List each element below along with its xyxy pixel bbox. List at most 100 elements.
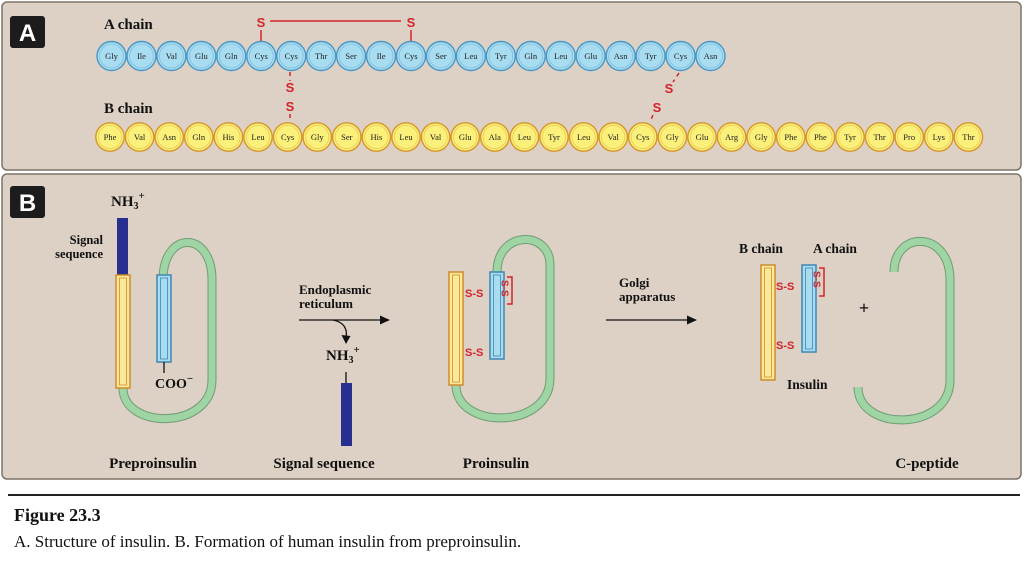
preproinsulin-diagram: NH3+ Signal sequence COO− Preproinsulin <box>55 190 217 472</box>
interchain-2-dash-top <box>672 72 680 83</box>
b-chain-residue-label: Leu <box>399 132 413 142</box>
interchain-2-dash-bottom <box>649 114 654 123</box>
a-chain-residue-label: Val <box>166 51 178 61</box>
b-chain-residue-28 <box>894 122 925 152</box>
b-chain-residue-label: Val <box>134 132 146 142</box>
signal-sequence-segment <box>117 218 128 275</box>
a-chain-residue-label: Asn <box>614 51 628 61</box>
proinsulin-loop <box>452 236 554 422</box>
proinsulin-ss-1: S-S <box>465 288 483 300</box>
sulfur-label-b19: S <box>653 100 662 115</box>
a-chain-residue-label: Gln <box>524 51 538 61</box>
proinsulin-diagram: S-S S-S S-S Proinsulin <box>448 235 555 472</box>
b-chain-residue-19 <box>627 122 658 152</box>
c-peptide-free-loop <box>854 237 954 424</box>
figure-caption: A. Structure of insulin. B. Formation of… <box>14 532 522 551</box>
er-label-line1: Endoplasmic <box>299 282 371 297</box>
b-chain-residue-label: His <box>370 132 382 142</box>
a-chain-residue-label: Ile <box>137 51 146 61</box>
a-chain-residue-label: Ser <box>345 51 357 61</box>
b-chain-residue-label: Thr <box>873 132 885 142</box>
b-chain-residue-label: Ser <box>341 132 353 142</box>
insulin-diagram: B chain A chain S-S S-S S-S Insulin + <box>739 241 869 392</box>
insulin-label: Insulin <box>787 377 828 392</box>
b-chain-residue-9 <box>331 122 362 152</box>
a-chain-residue-label: Cys <box>255 51 268 61</box>
signal-label-line1: Signal <box>70 233 104 247</box>
b-chain-residue-23 <box>746 122 777 152</box>
b-chain-residue-15 <box>509 122 540 152</box>
golgi-step: Golgi apparatus <box>606 275 697 325</box>
insulin-ss-2: S-S <box>776 340 794 352</box>
b-chain-residue-label: Leu <box>518 132 532 142</box>
b-chain-residue-10 <box>361 122 392 152</box>
signal-sequence-label: Signal sequence <box>273 456 375 472</box>
b-chain-residue-label: Phe <box>104 132 117 142</box>
preproinsulin-label: Preproinsulin <box>109 456 197 472</box>
b-chain-residue-7 <box>272 122 303 152</box>
er-step: Endoplasmic reticulum NH3+ Signal sequen… <box>273 282 390 472</box>
c-peptide-loop <box>119 239 216 422</box>
a-chain-residue-2 <box>126 40 157 72</box>
b-chain-title: B chain <box>104 101 153 117</box>
b-chain-residue-14 <box>479 122 510 152</box>
b-chain-residue-label: Ala <box>489 132 502 142</box>
b-chain-residue-label: Leu <box>251 132 265 142</box>
b-chain-residue-label: Val <box>430 132 442 142</box>
insulin-b-chain <box>760 264 776 381</box>
b-chain-residue-1 <box>95 122 125 152</box>
b-chain-residue-label: Gly <box>311 132 325 142</box>
b-chain-residue-21 <box>687 122 717 152</box>
b-chain-residue-11 <box>391 122 421 152</box>
insulin-b-chain-label: B chain <box>739 241 783 256</box>
a-chain-title: A chain <box>104 17 153 33</box>
b-chain-residue-8 <box>302 122 333 152</box>
b-chain-residue-label: Phe <box>814 132 827 142</box>
b-chain-residue-2 <box>124 122 155 152</box>
b-chain-residue-label: Cys <box>636 132 649 142</box>
a-chain-residue-label: Ile <box>377 51 386 61</box>
a-chain-residue-13 <box>455 40 487 72</box>
a-chain-residue-3 <box>156 40 187 72</box>
b-chain-residue-13 <box>450 122 481 152</box>
b-chain-residue-22 <box>716 122 747 152</box>
a-chain-residue-label: Gly <box>105 51 119 61</box>
er-label-line2: reticulum <box>299 296 353 311</box>
a-chain-residue-14 <box>485 40 517 72</box>
a-chain-residue-label: Tyr <box>495 51 507 61</box>
cleaved-signal-sequence <box>341 383 352 446</box>
a-chain-residue-8 <box>305 40 337 72</box>
proinsulin-ss-2: S-S <box>465 347 483 359</box>
a-chain-residue-1 <box>96 40 127 72</box>
a-chain-residue-label: Leu <box>464 51 478 61</box>
b-chain-residue-label: Gly <box>666 132 680 142</box>
caption-rule <box>8 494 1020 496</box>
b-chain-residue-label: Cys <box>281 132 294 142</box>
c-peptide-label: C-peptide <box>895 456 959 472</box>
b-chain-segment <box>115 274 131 389</box>
a-chain-residue-19 <box>635 40 666 72</box>
signal-label-line2: sequence <box>55 247 103 261</box>
b-chain-residue-3 <box>154 122 185 152</box>
sulfur-label-b7: S <box>286 99 295 114</box>
b-chain-residue-26 <box>835 122 865 152</box>
a-chain-residue-16 <box>545 40 576 72</box>
a-chain-residue-label: Asn <box>704 51 718 61</box>
a-chain-residue-6 <box>246 40 277 72</box>
b-chain-residue-label: Tyr <box>844 132 856 142</box>
a-chain-residue-label: Cys <box>285 51 298 61</box>
b-chain-residue-18 <box>598 122 629 152</box>
panel-b-badge <box>10 186 45 218</box>
b-chain-residue-16 <box>539 122 569 152</box>
b-chain-residue-12 <box>420 122 451 152</box>
b-chain-residue-label: His <box>222 132 234 142</box>
a-chain-residue-10 <box>365 40 397 72</box>
b-chain-residue-label: Tyr <box>548 132 560 142</box>
panel-a-badge <box>10 16 45 48</box>
insulin-ss-intrachain: S-S <box>811 271 822 288</box>
a-chain-residue-18 <box>605 40 636 72</box>
panel-a-badge-label: A <box>19 20 36 47</box>
b-chain-residue-30 <box>953 122 984 152</box>
